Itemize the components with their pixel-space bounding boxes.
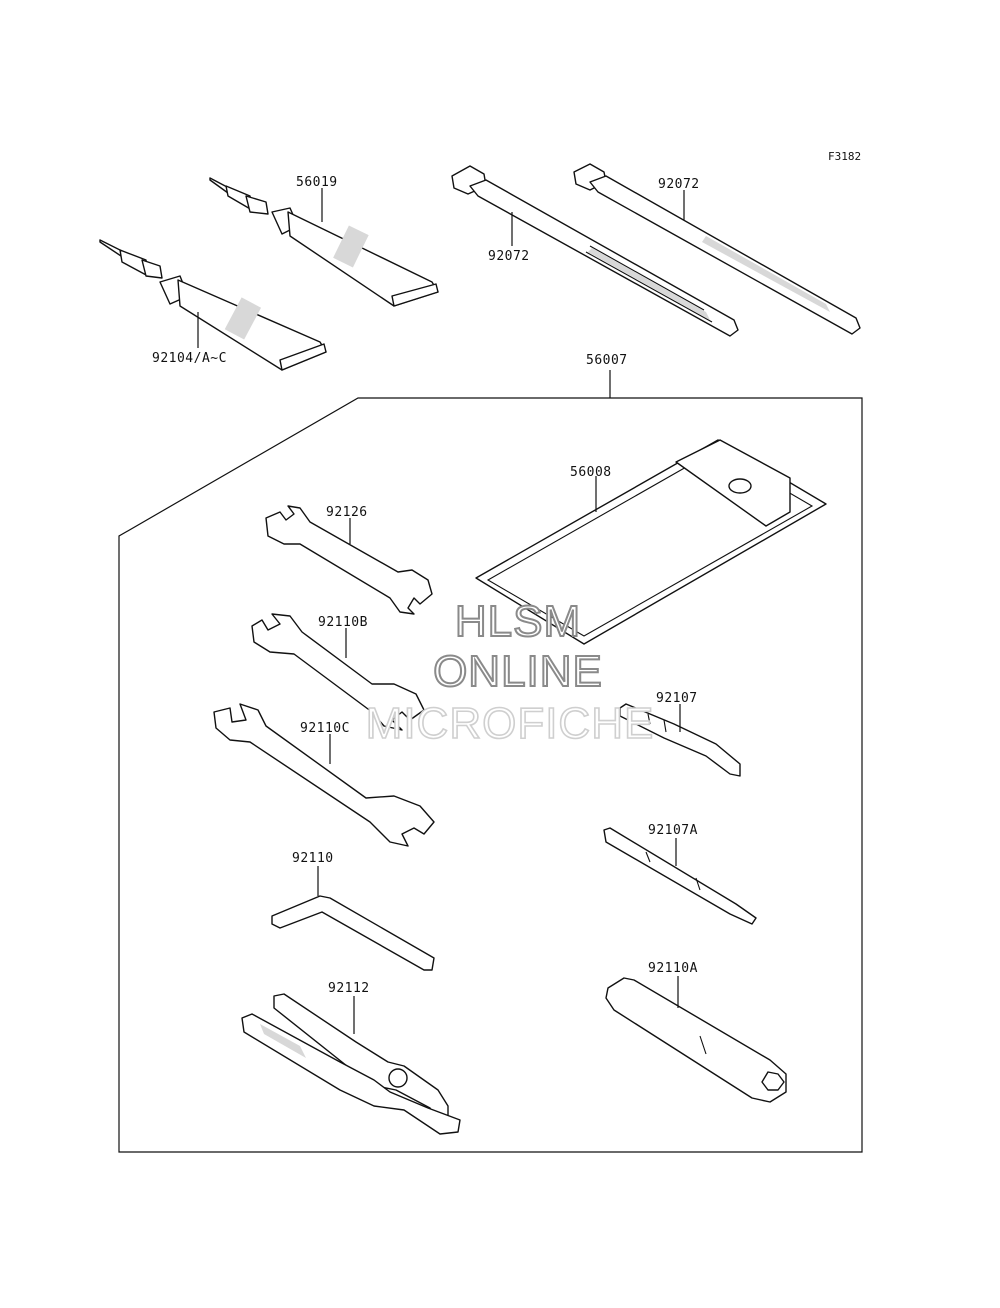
part-number-92072-right: 92072: [658, 177, 700, 192]
part-number-92107a: 92107A: [648, 823, 698, 838]
part-number-92072-left: 92072: [488, 249, 530, 264]
hex-key-illustration: [271, 895, 435, 971]
watermark-line-2: ONLINE: [433, 647, 603, 696]
tool-bag-illustration: [475, 439, 827, 645]
wrench-92110c-illustration: [213, 703, 435, 847]
sealant-tube-small-illustration: [209, 177, 439, 307]
cable-band-right-illustration: [573, 163, 861, 335]
part-number-92104-a-c: 92104/A~C: [152, 351, 227, 366]
part-number-92126: 92126: [326, 505, 368, 520]
wrench-92110b-illustration: [251, 613, 425, 731]
part-number-92110a: 92110A: [648, 961, 698, 976]
part-number-92110c: 92110C: [300, 721, 350, 736]
plug-wrench-illustration: [605, 977, 787, 1103]
part-number-92112: 92112: [328, 981, 370, 996]
tool-kit-frame: [118, 397, 863, 1153]
part-number-92110: 92110: [292, 851, 334, 866]
cable-band-left-illustration: [451, 165, 739, 337]
sealant-tube-large-illustration: [99, 239, 327, 371]
figure-code: F3182: [828, 150, 861, 163]
part-number-92107: 92107: [656, 691, 698, 706]
screwdriver-bit-illustration: [603, 827, 757, 925]
part-number-56019: 56019: [296, 175, 338, 190]
part-number-56007: 56007: [586, 353, 628, 368]
part-number-56008: 56008: [570, 465, 612, 480]
watermark-line-3: MICROFICHE: [366, 699, 655, 748]
watermark-line-1: HLSM: [455, 597, 581, 646]
pliers-illustration: [241, 993, 461, 1135]
wrench-92126-illustration: [265, 505, 433, 615]
screwdriver-illustration: [619, 703, 741, 777]
part-number-92110b: 92110B: [318, 615, 368, 630]
